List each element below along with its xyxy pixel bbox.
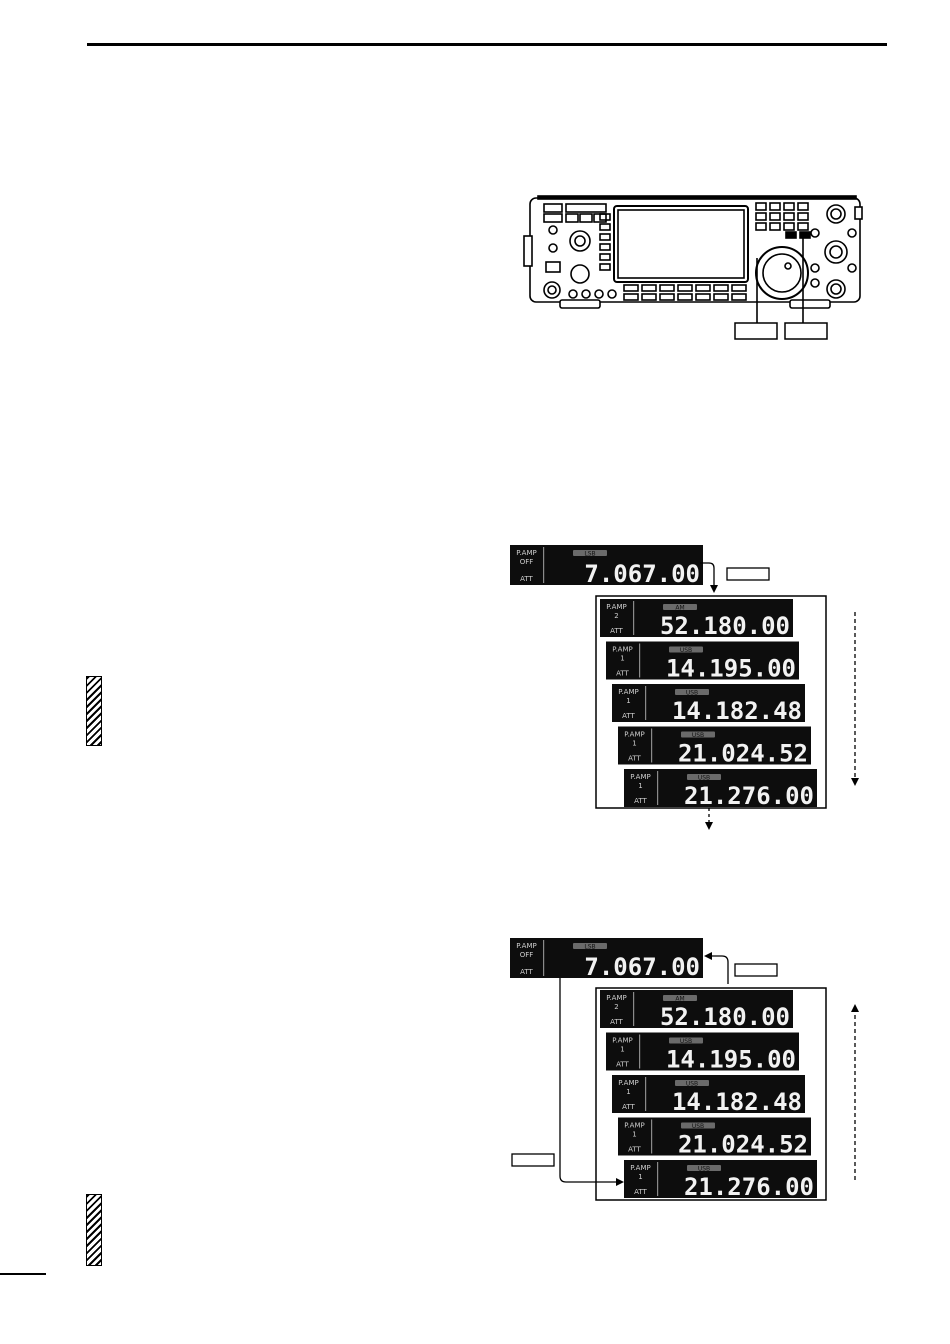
- mode-label: USB: [698, 775, 710, 782]
- key-label-left: [734, 322, 778, 340]
- frequency-readout: 7.067.00: [584, 953, 700, 981]
- preamp-label: P.AMP: [624, 1122, 644, 1130]
- preamp-state: 1: [632, 1131, 636, 1139]
- att-label: ATT: [520, 575, 533, 583]
- mode-label: USB: [680, 647, 692, 654]
- frequency-readout: 14.182.48: [672, 1088, 802, 1116]
- mode-label: USB: [698, 1166, 710, 1173]
- transceiver-front-panel: [523, 195, 863, 323]
- att-label: ATT: [610, 1018, 623, 1026]
- preamp-state: 1: [638, 1173, 642, 1181]
- att-label: ATT: [628, 755, 641, 763]
- diagram2-key-label: [734, 963, 778, 977]
- att-label: ATT: [616, 670, 629, 678]
- note-hatch-1: [86, 676, 102, 746]
- preamp-state: 1: [638, 782, 642, 790]
- mode-label: LSB: [584, 551, 595, 558]
- key-label-right: [784, 322, 828, 340]
- mode-label: USB: [680, 1038, 692, 1045]
- frequency-readout: 21.276.00: [684, 782, 814, 810]
- preamp-state: OFF: [520, 558, 534, 566]
- header-rule: [87, 43, 887, 46]
- preamp-label: P.AMP: [612, 646, 632, 654]
- att-label: ATT: [622, 712, 635, 720]
- preamp-state: 1: [620, 1046, 624, 1054]
- footer-rule: [0, 1273, 46, 1275]
- preamp-label: P.AMP: [618, 1079, 638, 1087]
- mode-label: USB: [692, 732, 704, 739]
- preamp-label: P.AMP: [624, 731, 644, 739]
- frequency-readout: 21.276.00: [684, 1173, 814, 1201]
- frequency-readout: 14.182.48: [672, 697, 802, 725]
- diagram2-key-label-left: [511, 1153, 555, 1167]
- preamp-state: 1: [626, 697, 630, 705]
- att-label: ATT: [634, 1188, 647, 1196]
- note-hatch-2: [86, 1194, 102, 1266]
- mode-label: USB: [686, 1081, 698, 1088]
- preamp-label: P.AMP: [630, 1164, 650, 1172]
- preamp-state: 1: [626, 1088, 630, 1096]
- frequency-readout: 21.024.52: [678, 1131, 808, 1159]
- frequency-readout: 52.180.00: [660, 612, 790, 640]
- preamp-state: OFF: [520, 951, 534, 959]
- preamp-state: 1: [632, 740, 636, 748]
- frequency-readout: 7.067.00: [584, 560, 700, 588]
- frequency-readout: 21.024.52: [678, 740, 808, 768]
- preamp-label: P.AMP: [618, 688, 638, 696]
- mode-label: AM: [675, 996, 684, 1003]
- mode-label: LSB: [584, 944, 595, 951]
- att-label: ATT: [616, 1061, 629, 1069]
- preamp-label: P.AMP: [612, 1037, 632, 1045]
- preamp-state: 1: [620, 655, 624, 663]
- preamp-label: P.AMP: [516, 942, 536, 950]
- att-label: ATT: [610, 627, 623, 635]
- preamp-state: 2: [614, 1003, 618, 1011]
- att-label: ATT: [628, 1146, 641, 1154]
- att-label: ATT: [634, 797, 647, 805]
- frequency-readout: 14.195.00: [666, 1046, 796, 1074]
- preamp-label: P.AMP: [630, 773, 650, 781]
- preamp-label: P.AMP: [606, 603, 626, 611]
- mode-label: AM: [675, 605, 684, 612]
- mode-label: USB: [686, 690, 698, 697]
- att-label: ATT: [622, 1103, 635, 1111]
- preamp-label: P.AMP: [606, 994, 626, 1002]
- frequency-readout: 52.180.00: [660, 1003, 790, 1031]
- diagram1-key-label: [726, 567, 770, 581]
- preamp-label: P.AMP: [516, 549, 536, 557]
- preamp-state: 2: [614, 612, 618, 620]
- mode-label: USB: [692, 1123, 704, 1130]
- att-label: ATT: [520, 968, 533, 976]
- frequency-readout: 14.195.00: [666, 655, 796, 683]
